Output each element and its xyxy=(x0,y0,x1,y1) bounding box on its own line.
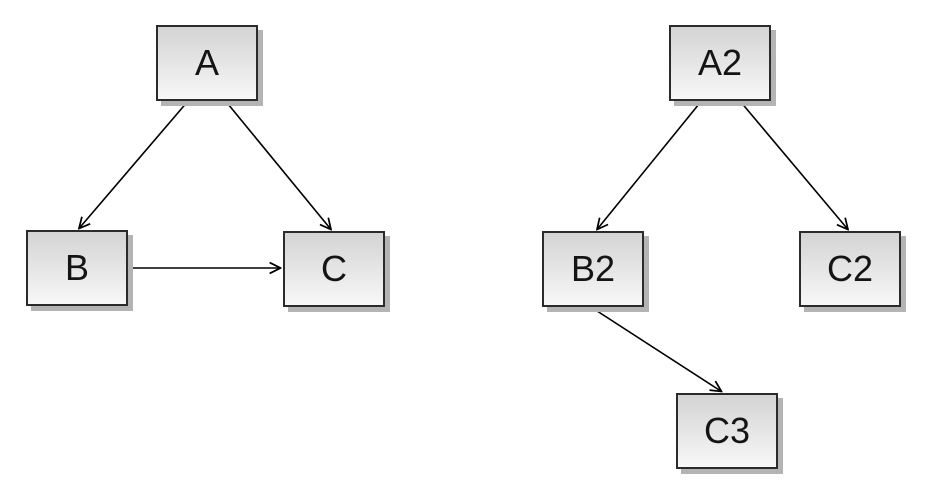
node-a-label: A xyxy=(194,42,219,83)
edge-a2-to-c2 xyxy=(741,103,849,230)
node-b-label: B xyxy=(64,247,89,288)
node-b2[interactable]: B2 xyxy=(542,231,644,307)
edge-a2-to-b2 xyxy=(597,103,700,230)
node-b[interactable]: B xyxy=(26,230,128,306)
node-a2-label: A2 xyxy=(697,42,743,83)
node-c[interactable]: C xyxy=(283,231,385,307)
node-c2-label: C2 xyxy=(826,248,874,289)
node-c3-label: C3 xyxy=(703,410,751,451)
edge-a-to-c xyxy=(227,103,331,230)
edge-a-to-b xyxy=(79,103,187,229)
edge-b2-to-c3 xyxy=(593,308,722,392)
node-a2[interactable]: A2 xyxy=(669,25,771,101)
node-b2-label: B2 xyxy=(570,248,616,289)
node-c-label: C xyxy=(321,248,347,289)
node-c2[interactable]: C2 xyxy=(799,231,901,307)
node-c3[interactable]: C3 xyxy=(676,393,778,469)
node-a[interactable]: A xyxy=(156,25,258,101)
